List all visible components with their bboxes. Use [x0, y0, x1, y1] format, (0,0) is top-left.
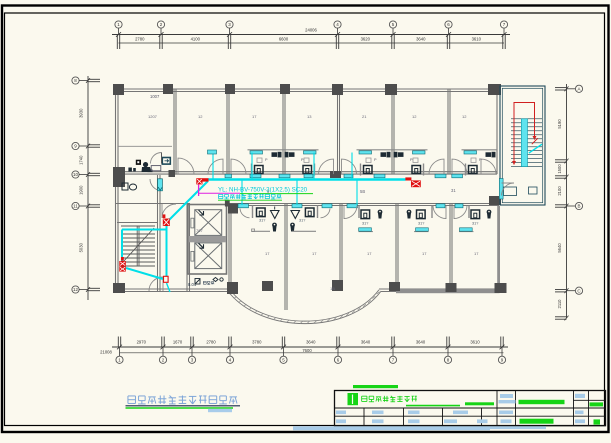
- svg-text:3610: 3610: [470, 340, 480, 345]
- svg-text:2780: 2780: [135, 37, 145, 42]
- svg-text:17: 17: [312, 251, 317, 256]
- svg-text:7: 7: [392, 357, 395, 362]
- svg-text:5640: 5640: [557, 243, 562, 253]
- svg-text:12: 12: [198, 114, 203, 119]
- svg-text:1207: 1207: [148, 114, 158, 119]
- svg-text:6: 6: [447, 22, 450, 27]
- svg-text:12: 12: [73, 287, 79, 292]
- svg-text:P: P: [479, 158, 482, 162]
- svg-text:13: 13: [307, 114, 312, 119]
- svg-text:21008: 21008: [100, 350, 112, 355]
- svg-text:9: 9: [501, 357, 504, 362]
- svg-text:6600: 6600: [279, 37, 289, 42]
- svg-text:8.04: 8.04: [188, 282, 197, 287]
- svg-text:3640: 3640: [416, 37, 426, 42]
- svg-text:31?: 31?: [259, 219, 265, 223]
- svg-text:9: 9: [74, 144, 77, 149]
- svg-text:5B: 5B: [360, 189, 365, 194]
- svg-text:5: 5: [392, 22, 395, 27]
- svg-text:5: 5: [282, 357, 285, 362]
- svg-text:1007: 1007: [150, 94, 160, 99]
- svg-text:31?: 31?: [418, 222, 424, 226]
- svg-text:3780: 3780: [252, 340, 262, 345]
- svg-text:6: 6: [337, 357, 340, 362]
- svg-text:17: 17: [474, 251, 479, 256]
- svg-text:7600: 7600: [302, 348, 312, 353]
- svg-text:3610: 3610: [472, 37, 482, 42]
- svg-text:3640: 3640: [416, 340, 426, 345]
- svg-text:3: 3: [191, 357, 194, 362]
- svg-text:8: 8: [447, 357, 450, 362]
- svg-text:P: P: [410, 158, 413, 162]
- svg-text:9: 9: [267, 189, 270, 194]
- svg-text:1670: 1670: [173, 340, 183, 345]
- svg-text:8: 8: [74, 78, 77, 83]
- svg-text:12: 12: [412, 114, 417, 119]
- svg-text:A: A: [577, 86, 580, 91]
- svg-text:1: 1: [117, 22, 120, 27]
- svg-text:11: 11: [73, 204, 78, 209]
- svg-text:17: 17: [367, 251, 372, 256]
- svg-text:5030: 5030: [79, 242, 84, 252]
- svg-text:31?: 31?: [362, 222, 368, 226]
- svg-text:1500: 1500: [557, 164, 562, 174]
- svg-text:3930: 3930: [79, 108, 84, 118]
- svg-text:2780: 2780: [206, 340, 216, 345]
- svg-text:3640: 3640: [361, 340, 371, 345]
- svg-text:2100: 2100: [557, 186, 562, 196]
- svg-text:17: 17: [422, 251, 427, 256]
- svg-text:4: 4: [336, 22, 339, 27]
- svg-text:1740: 1740: [79, 155, 84, 165]
- svg-text:2970: 2970: [137, 340, 147, 345]
- svg-text:P: P: [265, 158, 268, 162]
- svg-text:P: P: [301, 158, 304, 162]
- svg-text:1: 1: [118, 357, 121, 362]
- svg-text:4: 4: [229, 357, 232, 362]
- svg-text:4100: 4100: [191, 37, 201, 42]
- svg-text:17: 17: [265, 251, 270, 256]
- svg-text:31?: 31?: [299, 219, 305, 223]
- svg-text:31: 31: [451, 188, 456, 193]
- svg-text:31?: 31?: [472, 222, 478, 226]
- svg-text:2: 2: [160, 22, 163, 27]
- svg-text:C: C: [577, 288, 581, 293]
- svg-text:24006: 24006: [305, 28, 317, 33]
- svg-text:3620: 3620: [361, 37, 371, 42]
- svg-text:21: 21: [362, 114, 367, 119]
- svg-text:12: 12: [462, 114, 467, 119]
- svg-text:3: 3: [228, 22, 231, 27]
- svg-text:P: P: [374, 158, 377, 162]
- svg-text:7: 7: [503, 22, 506, 27]
- svg-text:10: 10: [73, 172, 79, 177]
- svg-text:1900: 1900: [79, 185, 84, 195]
- svg-text:2: 2: [162, 357, 165, 362]
- svg-text:3640: 3640: [306, 340, 316, 345]
- svg-text:2110: 2110: [557, 299, 562, 309]
- svg-text:17: 17: [252, 114, 257, 119]
- svg-text:5190: 5190: [557, 119, 562, 129]
- svg-text:YL: NH-BV-750V-3(1X2.5) SC20: YL: NH-BV-750V-3(1X2.5) SC20: [218, 187, 308, 194]
- svg-text:B: B: [577, 204, 580, 209]
- svg-text:1B: 1B: [330, 286, 335, 291]
